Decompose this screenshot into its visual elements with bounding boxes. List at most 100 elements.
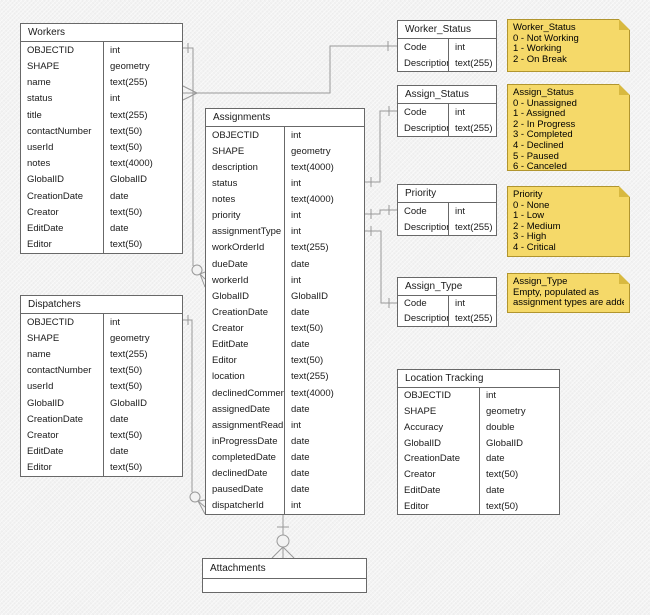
field-type: double: [479, 419, 559, 436]
field-type: text(50): [103, 378, 182, 396]
note-line: 0 - Unassigned: [513, 98, 577, 109]
note-line: Empty, populated as: [513, 287, 599, 298]
note-line: 1 - Working: [513, 44, 562, 55]
field-type: GlobalID: [103, 395, 182, 412]
table-row: Creator text(50): [206, 320, 364, 337]
field-type: date: [284, 449, 364, 466]
table-row: CreationDate date: [21, 188, 182, 205]
field-name: name: [27, 77, 51, 89]
field-type: text(50): [103, 236, 182, 254]
field-name: dueDate: [212, 258, 248, 270]
field-name: OBJECTID: [212, 129, 259, 141]
note-line: 4 - Declined: [513, 140, 564, 151]
field-name: Description: [404, 122, 448, 134]
field-name: status: [27, 93, 53, 105]
field-type: int: [103, 314, 182, 331]
note-title: Priority: [513, 190, 543, 200]
crowfoot-many-icon: [197, 499, 206, 515]
field-name: dispatcherId: [212, 500, 264, 512]
field-name: EditDate: [27, 446, 64, 458]
field-name: Description: [404, 57, 448, 69]
field-name: declinedDate: [212, 468, 268, 480]
table-rows: [203, 579, 366, 592]
note-line: 2 - In Progress: [513, 119, 576, 130]
field-name: userId: [27, 142, 54, 154]
connector-dispatchers-assignments[interactable]: [183, 315, 206, 515]
note-line: 0 - Not Working: [513, 33, 579, 44]
field-type: text(50): [103, 204, 182, 221]
field-type: int: [284, 207, 364, 224]
field-name: GlobalID: [212, 290, 249, 302]
field-type: text(50): [284, 320, 364, 337]
field-type: text(50): [479, 466, 559, 483]
connector-assign-status-assignments[interactable]: [365, 106, 397, 187]
field-type: date: [284, 401, 364, 418]
cardinality-zero-icon: [189, 491, 201, 503]
table-row: OBJECTID int: [21, 314, 182, 331]
field-name: CreationDate: [27, 190, 83, 202]
field-name: Creator: [212, 323, 244, 335]
table-title: Assign_Type: [398, 278, 496, 296]
connector-workers-assignments[interactable]: [183, 43, 206, 288]
field-type: date: [103, 188, 182, 205]
note-line: 2 - On Break: [513, 54, 567, 65]
note-title: Worker_Status: [513, 23, 576, 33]
field-type: geometry: [479, 403, 559, 420]
field-type: int: [103, 42, 182, 59]
cardinality-zero-icon: [276, 534, 290, 548]
table-attachments[interactable]: Attachments: [202, 558, 367, 593]
connector-worker-status-workers[interactable]: [182, 41, 397, 101]
table-title: Priority: [398, 185, 496, 203]
field-type: text(255): [448, 120, 496, 136]
field-name: status: [212, 177, 238, 189]
connector-assignments-attachments[interactable]: [271, 515, 295, 559]
field-name: GlobalID: [404, 437, 441, 449]
field-type: text(50): [103, 459, 182, 477]
field-name: priority: [212, 210, 241, 222]
field-name: notes: [27, 158, 51, 170]
field-name: workOrderId: [212, 242, 265, 254]
field-name: declinedComment: [212, 387, 284, 399]
field-type: date: [284, 481, 364, 498]
note-title: Assign_Type: [513, 277, 568, 287]
connector-assign-type-assignments[interactable]: [365, 226, 397, 308]
field-name: Description: [404, 221, 448, 233]
field-name: OBJECTID: [27, 316, 74, 328]
connector-priority-assignments[interactable]: [365, 205, 397, 219]
field-type: text(255): [103, 346, 182, 363]
